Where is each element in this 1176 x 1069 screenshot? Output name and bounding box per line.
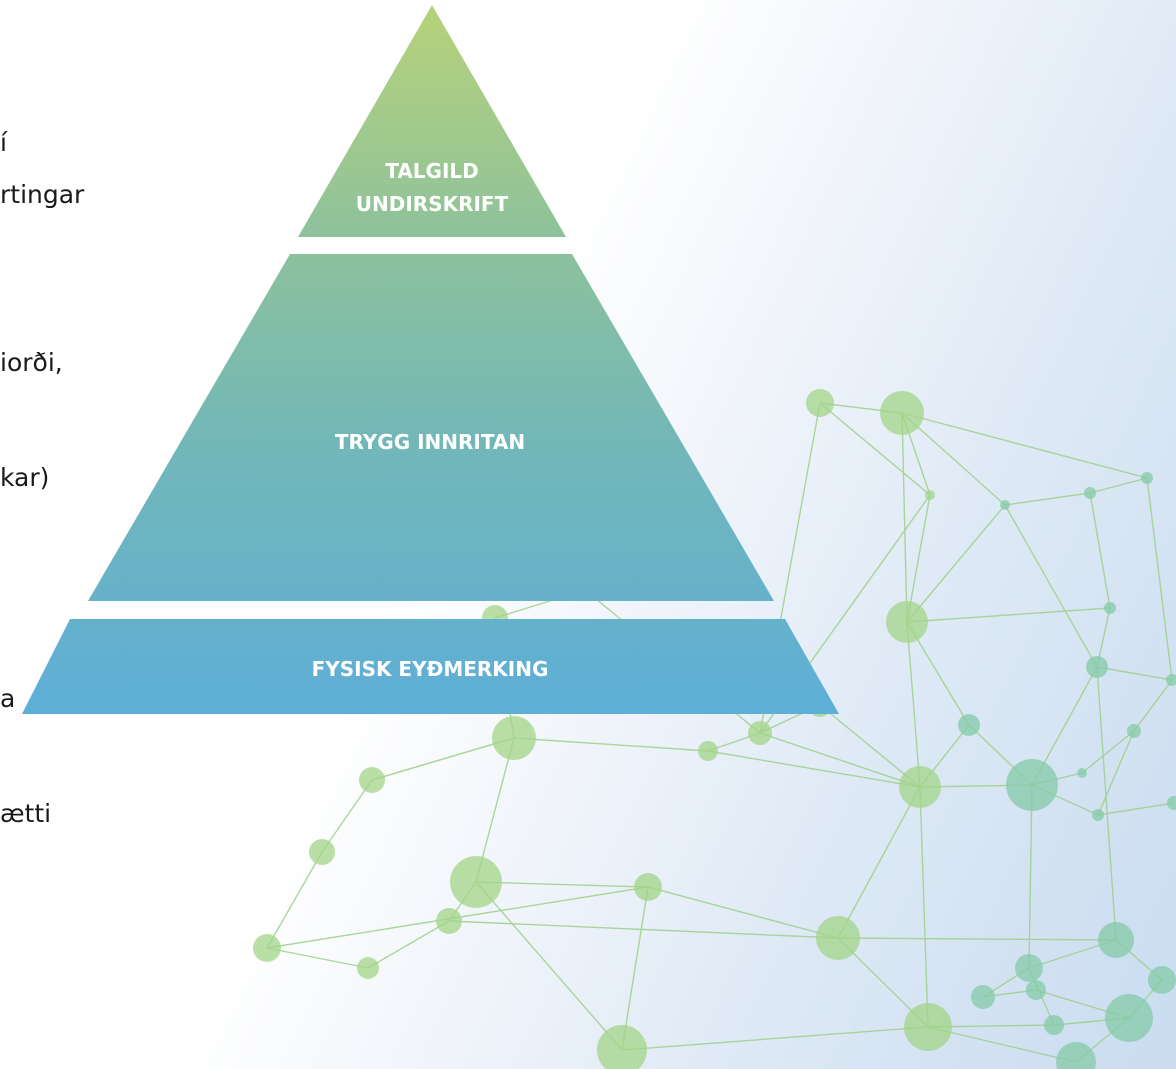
- network-node: [1166, 674, 1176, 686]
- network-node: [899, 766, 941, 808]
- text-fragment-4: kar): [0, 463, 50, 492]
- network-node: [958, 714, 980, 736]
- network-edge: [901, 412, 1148, 479]
- network-node: [748, 721, 772, 745]
- network-edge: [1004, 492, 1091, 506]
- network-node: [1141, 472, 1153, 484]
- network-node: [1148, 966, 1176, 994]
- network-node: [359, 767, 385, 793]
- network-nodes: [253, 389, 1176, 1069]
- network-edge: [371, 737, 515, 781]
- network-edge: [266, 851, 323, 949]
- network-node: [1167, 796, 1176, 810]
- network-edge: [1081, 730, 1135, 774]
- network-node: [806, 389, 834, 417]
- network-edge: [906, 494, 931, 623]
- text-fragment-5: a: [0, 684, 16, 713]
- network-node: [634, 873, 662, 901]
- network-node: [698, 741, 718, 761]
- network-node: [880, 391, 924, 435]
- network-node: [904, 1003, 952, 1051]
- network-edge: [1028, 784, 1033, 969]
- network-edge: [266, 947, 369, 969]
- network-node: [1056, 1042, 1096, 1069]
- network-node: [357, 957, 379, 979]
- network-edge: [367, 920, 450, 969]
- network-edge: [513, 737, 709, 752]
- network-edge: [621, 886, 649, 1051]
- network-edge: [819, 402, 931, 496]
- network-node: [1098, 922, 1134, 958]
- network-edge: [448, 920, 839, 939]
- network-edge: [1097, 802, 1175, 816]
- network-edge: [927, 1026, 1077, 1063]
- network-node: [1077, 768, 1087, 778]
- network-node: [1127, 724, 1141, 738]
- network-node: [925, 490, 935, 500]
- network-edge: [1096, 666, 1117, 941]
- network-node: [1000, 500, 1010, 510]
- tier-top-label-line2: UNDIRSKRIFT: [356, 192, 509, 216]
- network-node: [1026, 980, 1046, 1000]
- network-edge: [1089, 477, 1148, 494]
- text-fragment-6: ætti: [0, 799, 52, 828]
- network-node: [597, 1025, 647, 1069]
- pyramid-tier-top: [298, 5, 566, 237]
- text-fragment-2: rtingar: [0, 180, 85, 209]
- text-fragment-1: í: [0, 128, 7, 157]
- network-edge: [475, 881, 649, 888]
- network-node: [1086, 656, 1108, 678]
- network-node: [816, 916, 860, 960]
- network-node: [1092, 809, 1104, 821]
- network-edge: [901, 412, 908, 623]
- text-fragment-3: iorði,: [0, 348, 63, 377]
- network-node: [1015, 954, 1043, 982]
- network-node: [886, 601, 928, 643]
- network-edge: [819, 704, 921, 788]
- network-edge: [1097, 730, 1135, 816]
- network-node: [1044, 1015, 1064, 1035]
- network-edge: [1146, 477, 1173, 681]
- network-edge: [901, 412, 1006, 506]
- network-edge: [906, 621, 921, 788]
- network-edge: [1004, 504, 1098, 668]
- network-edge: [621, 1026, 929, 1051]
- network-edge: [1089, 492, 1111, 609]
- tier-bottom-label: FYSISK EYÐMERKING: [312, 657, 549, 681]
- pyramid-tier-bottom: [22, 619, 839, 714]
- network-node: [253, 934, 281, 962]
- network-edge: [321, 779, 373, 853]
- tier-middle-label: TRYGG INNRITAN: [335, 430, 525, 454]
- network-node: [1104, 602, 1116, 614]
- network-edge: [919, 786, 929, 1028]
- network-edge: [647, 886, 839, 939]
- tier-top-label-line1: TALGILD: [385, 159, 479, 183]
- network-node: [1084, 487, 1096, 499]
- network-edge: [1096, 666, 1173, 681]
- network-node: [436, 908, 462, 934]
- network-node: [492, 716, 536, 760]
- network-node: [1105, 994, 1153, 1042]
- network-edge: [1133, 679, 1173, 732]
- network-edge: [759, 732, 921, 788]
- network-node: [1006, 759, 1058, 811]
- network-edge: [906, 607, 1111, 623]
- pyramid-tier-middle: [88, 254, 774, 601]
- network-node: [309, 839, 335, 865]
- network-node: [450, 856, 502, 908]
- network-node: [971, 985, 995, 1009]
- network-edge: [707, 750, 921, 788]
- network-edge: [906, 504, 1006, 623]
- network-edge: [837, 937, 1117, 941]
- network-edge: [837, 786, 921, 939]
